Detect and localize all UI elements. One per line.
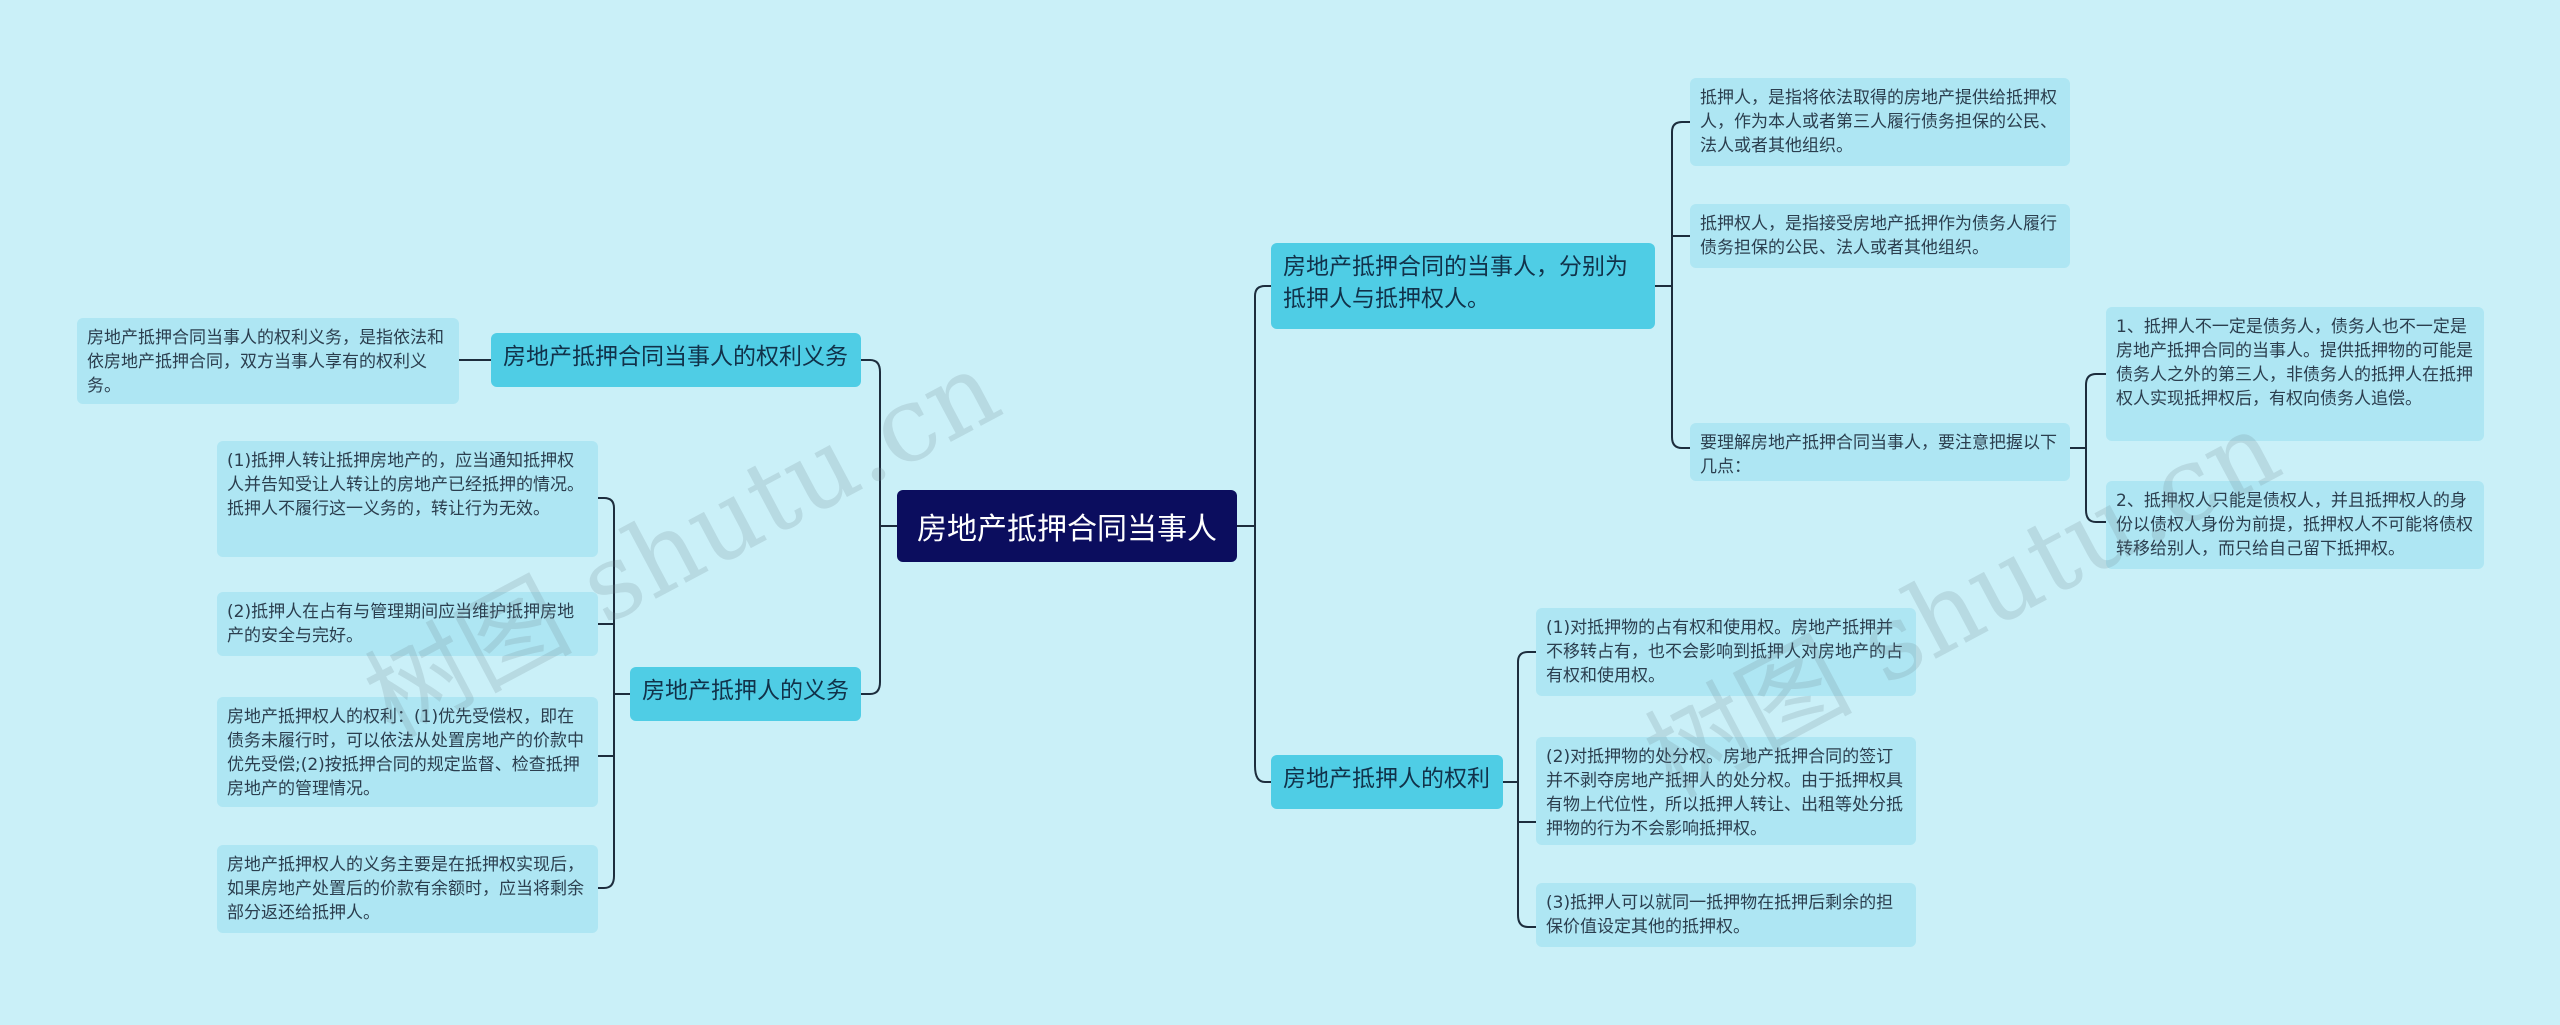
leaf-duty-2[interactable]: (2)抵押人在占有与管理期间应当维护抵押房地产的安全与完好。 xyxy=(217,592,598,656)
leaf-point-1[interactable]: 1、抵押人不一定是债务人，债务人也不一定是房地产抵押合同的当事人。提供抵押物的可… xyxy=(2106,307,2484,441)
leaf-duty-1[interactable]: (1)抵押人转让抵押房地产的，应当通知抵押权人并告知受让人转让的房地产已经抵押的… xyxy=(217,441,598,557)
leaf-duty-4[interactable]: 房地产抵押权人的义务主要是在抵押权实现后，如果房地产处置后的价款有余额时，应当将… xyxy=(217,845,598,933)
leaf-duty-3[interactable]: 房地产抵押权人的权利：(1)优先受偿权，即在债务未履行时，可以依法从处置房地产的… xyxy=(217,697,598,807)
branch-mortgagor-rights[interactable]: 房地产抵押人的权利 xyxy=(1271,755,1503,809)
leaf-right-2[interactable]: (2)对抵押物的处分权。房地产抵押合同的签订并不剥夺房地产抵押人的处分权。由于抵… xyxy=(1536,737,1916,845)
leaf-mortgagor-definition[interactable]: 抵押人，是指将依法取得的房地产提供给抵押权人，作为本人或者第三人履行债务担保的公… xyxy=(1690,78,2070,166)
branch-parties[interactable]: 房地产抵押合同的当事人，分别为抵押人与抵押权人。 xyxy=(1271,243,1655,329)
leaf-right-1[interactable]: (1)对抵押物的占有权和使用权。房地产抵押并不移转占有，也不会影响到抵押人对房地… xyxy=(1536,608,1916,696)
leaf-point-2[interactable]: 2、抵押权人只能是债权人，并且抵押权人的身份以债权人身份为前提，抵押权人不可能将… xyxy=(2106,481,2484,569)
branch-rights-duties[interactable]: 房地产抵押合同当事人的权利义务 xyxy=(491,333,861,387)
leaf-mortgagee-definition[interactable]: 抵押权人，是指接受房地产抵押作为债务人履行债务担保的公民、法人或者其他组织。 xyxy=(1690,204,2070,268)
leaf-right-3[interactable]: (3)抵押人可以就同一抵押物在抵押后剩余的担保价值设定其他的抵押权。 xyxy=(1536,883,1916,947)
leaf-understand-points[interactable]: 要理解房地产抵押合同当事人，要注意把握以下几点： xyxy=(1690,423,2070,481)
branch-mortgagor-duties[interactable]: 房地产抵押人的义务 xyxy=(630,667,861,721)
leaf-rights-duties-description[interactable]: 房地产抵押合同当事人的权利义务，是指依法和依房地产抵押合同，双方当事人享有的权利… xyxy=(77,318,459,404)
root-topic[interactable]: 房地产抵押合同当事人 xyxy=(897,490,1237,562)
